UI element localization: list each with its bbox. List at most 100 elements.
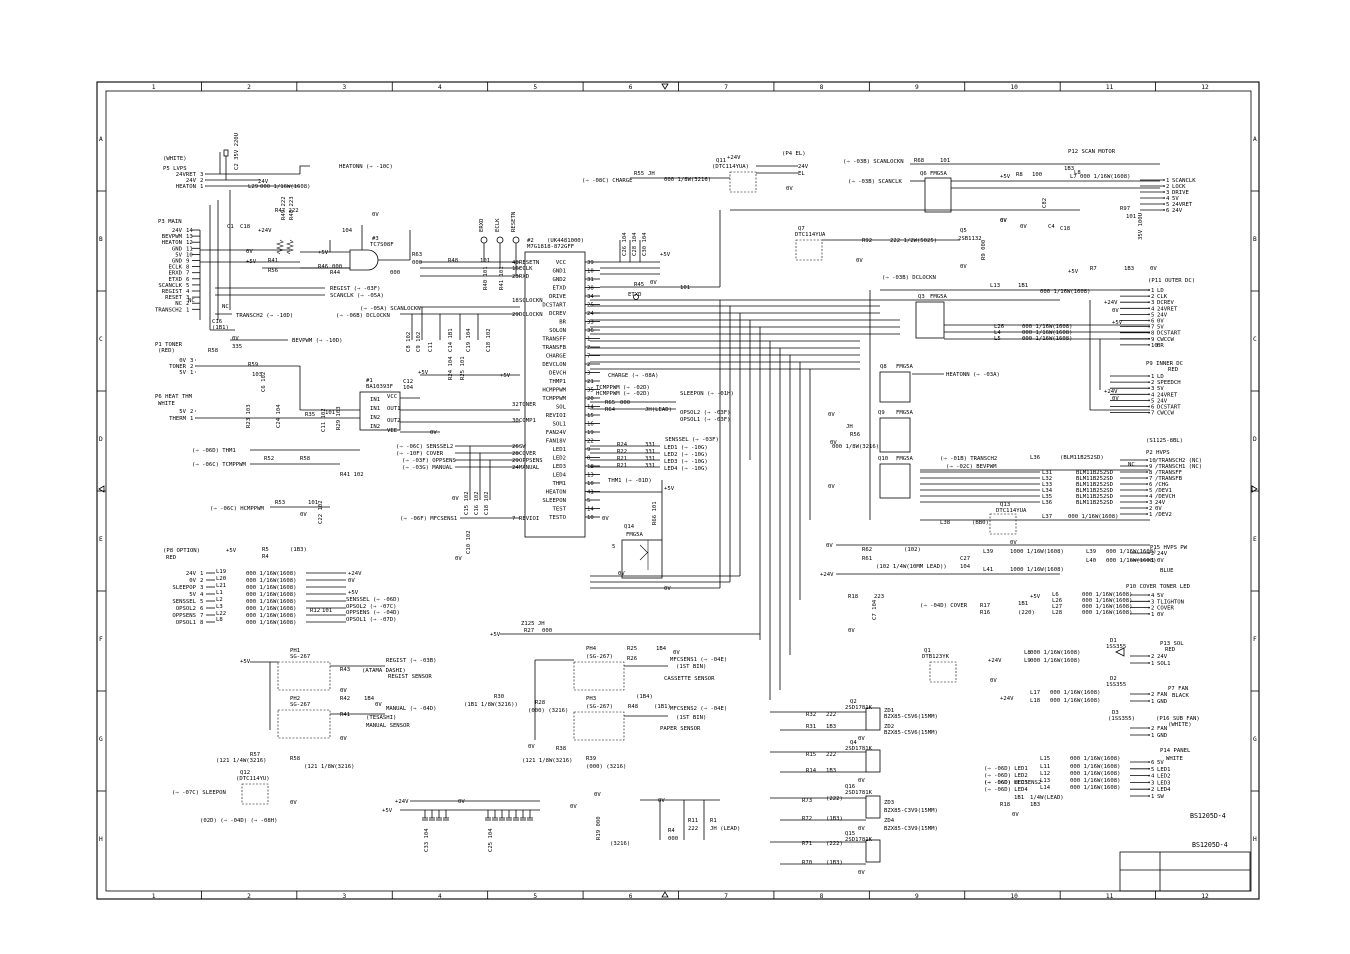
svg-text:L38: L38 (940, 520, 951, 526)
pin-number: 12 (186, 240, 193, 246)
charge-in: (⇒ -08C) CHARGE (582, 178, 633, 184)
svg-text:0V: 0V (828, 412, 835, 418)
pin-label: 24VRET (1172, 202, 1193, 208)
svg-text:000 1/16W(1608): 000 1/16W(1608) (1070, 778, 1121, 784)
svg-text:R22: R22 (617, 449, 627, 455)
pin-dot (1148, 774, 1150, 777)
pin-number: 2 (1151, 726, 1154, 732)
led-input-label: (⇒ -06D) LED3 (984, 780, 1028, 786)
cover-in-label: (⇒ -10F) COVER (396, 451, 444, 457)
q9-label: Q9 (878, 410, 885, 416)
d1-label: D1 (1110, 638, 1117, 644)
p14-color: WHITE (1166, 756, 1183, 762)
pin-number: 9 (186, 259, 189, 265)
svg-text:R44: R44 (330, 270, 341, 276)
pin-number: 5 (1151, 398, 1154, 404)
charge-out: CHARGE (⇒ -08A) (608, 373, 659, 379)
pin-number: 6 (200, 606, 203, 612)
pin-number: 3 (190, 358, 193, 364)
pin-label: 24V (1157, 654, 1168, 660)
u1-pin-number: 16 (587, 422, 594, 428)
svg-text:0V: 0V (858, 778, 865, 784)
u1-pin-number: 23 (512, 274, 519, 280)
pin-number: 2 (1149, 506, 1152, 512)
svg-text:0V: 0V (618, 571, 625, 577)
svg-text:+5V: +5V (318, 250, 329, 256)
p16-color: (WHITE) (1168, 722, 1192, 728)
pin-label: BEVPWM (162, 234, 183, 240)
pin-number: 7 (186, 271, 189, 277)
svg-text:000: 000 (542, 628, 552, 634)
pin-number: 3 (186, 295, 189, 301)
svg-text:+24V: +24V (395, 799, 409, 805)
pin-number: 3 (1166, 190, 1169, 196)
svg-text:000 1/16W(1608): 000 1/16W(1608) (1050, 698, 1101, 704)
svg-text:104: 104 (403, 385, 414, 391)
svg-text:+5V: +5V (1030, 594, 1041, 600)
p5-name: P5 LVPS (163, 166, 187, 172)
svg-text:L36: L36 (1030, 455, 1040, 461)
bevpwm-out: BEVPWM (⇒ -10D) (292, 338, 343, 344)
pin-number: 2 (1151, 551, 1154, 557)
svg-text:0V: 0V (340, 688, 347, 694)
u1-pin-number: 16 (512, 266, 519, 272)
d1-type: 1SS355 (1106, 644, 1126, 650)
svg-text:000 1/16W(1608): 000 1/16W(1608) (1106, 558, 1157, 564)
pin-dot (1163, 179, 1165, 181)
pin-dot (1148, 594, 1150, 596)
svg-text:C10 102: C10 102 (466, 530, 472, 554)
pin-dot (1146, 507, 1148, 509)
pin-dot (1146, 501, 1148, 503)
u1-pin-label: TESTO (549, 515, 566, 521)
tesashi-label: (TESASHI) (366, 715, 396, 721)
q1-label: Q1 (924, 648, 931, 654)
svg-text:0V: 0V (300, 512, 307, 518)
svg-text:R47 222: R47 222 (275, 208, 299, 214)
u1-pin-label: RXD (519, 274, 530, 280)
svg-text:0V: 0V (430, 430, 437, 436)
u1-pin-number: 3 (587, 371, 590, 377)
pin-number: 3 (1151, 780, 1154, 786)
grid-col-bottom: 6 (629, 893, 633, 900)
u1-pin-label: SCLOCKN (519, 298, 543, 304)
svg-text:R31: R31 (806, 724, 816, 730)
grid-col-top: 1 (152, 84, 156, 91)
grid-col-bottom: 9 (915, 893, 919, 900)
svg-text:L22: L22 (216, 611, 226, 617)
svg-text:(000) (3216): (000) (3216) (586, 764, 626, 770)
pin-number: 7 (1149, 476, 1152, 482)
pin-dot (1148, 559, 1150, 561)
q14-stage: Q14 FMG5A +5V R66 101 0V 5 0V 0V (590, 480, 675, 592)
svg-text:R9 000: R9 000 (981, 240, 987, 260)
svg-text:C16: C16 (212, 319, 222, 325)
inductor-part: BLM11B252SD (1076, 482, 1114, 488)
filter-part: 000 1/16W(1608) (246, 571, 297, 577)
svg-text:0V: 0V (246, 249, 253, 255)
pin-dot (1148, 325, 1150, 328)
svg-text:L1: L1 (216, 590, 223, 596)
regist-sensor: REGIST SENSOR (388, 674, 432, 680)
inductor-part: BLM11B252SD (1076, 494, 1114, 500)
svg-text:R23 103: R23 103 (246, 404, 252, 428)
pin-label: LED4 (1157, 787, 1171, 793)
cap-ref: C33 104 (424, 828, 430, 852)
ic-u3-gate: #3 TC7S08F 104 0V +5V R46 000 HEATONN (⇒… (262, 212, 422, 276)
inductor-part: BLM11B252SD (1076, 488, 1114, 494)
u1-pin-number: 30 (512, 418, 519, 424)
manual-sensor: MANUAL SENSOR (366, 723, 410, 729)
u1-pin-label: RESETN (519, 260, 539, 266)
pin-number: 2 (190, 409, 193, 415)
p5-24v-label: 24V (258, 179, 269, 185)
svg-text:+5V: +5V (500, 373, 511, 379)
pin-number: 1 (200, 184, 203, 190)
u1-pin-label: REVIOI (519, 516, 539, 522)
pin-dot (1163, 191, 1165, 193)
svg-text:R41 101: R41 101 (499, 266, 505, 290)
svg-text:R92: R92 (862, 238, 872, 244)
svg-text:C27: C27 (960, 556, 970, 562)
svg-text:C8 102: C8 102 (406, 332, 412, 352)
